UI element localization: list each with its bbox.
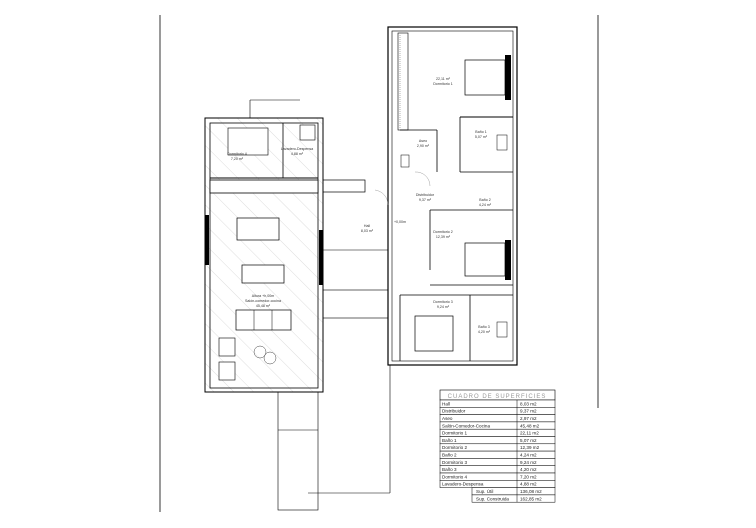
bedroom-block [374,26,518,366]
total-label: Sup. Construida [476,496,509,501]
room-area: 9,24 m² [437,305,450,309]
row-label: Baño 2 [442,453,457,458]
row-value: 5,07 m2 [520,438,537,443]
table-title: CUADRO DE SUPERFICIES [448,394,547,400]
table-row [439,465,556,474]
total-value: 136,08 m2 [520,489,542,494]
room-area: 22,11 m² [436,77,451,81]
room-name: Altura +h,00m [252,294,274,298]
room-name: Dormitorio 2 [433,230,453,234]
row-label: Dormitorio 3 [442,460,467,465]
room-name: Distribuidor [416,193,435,197]
row-value: 4,24 m2 [520,453,537,458]
room-area: 8,03 m² [361,229,374,233]
room-area: 4,24 m² [479,203,492,207]
total-row [471,494,556,503]
room-area: 5,07 m² [475,135,488,139]
room-name: Lavadero-Despensa [281,147,313,151]
row-label: Salón-Comedor-Cocina [442,423,490,428]
table-row [439,436,556,445]
room-area: 7,20 m² [231,157,244,161]
room-name: Baño 2 [479,198,490,202]
living-block [204,99,324,393]
table-row [439,450,556,459]
table-row [439,414,556,423]
room-name: Salón-comedor-cocina [245,299,281,303]
row-value: 9,37 m2 [520,409,537,414]
row-label: Baño 1 [442,438,457,443]
row-value: 8,03 m2 [520,401,537,406]
row-label: Dormitorio 4 [442,474,467,479]
row-value: 7,20 m2 [520,474,537,479]
room-name: Baño 1 [475,130,486,134]
room-area: 12,39 m² [436,235,451,239]
room-name: Hall [364,224,370,228]
room-name: Dormitorio 1 [433,82,453,86]
room-name: Aseo [419,139,427,143]
row-value: 4,20 m2 [520,467,537,472]
room-name: Baño 3 [478,325,489,329]
row-value: 45,48 m2 [520,423,540,428]
room-area: 45,48 m² [256,304,271,308]
row-label: Dormitorio 1 [442,431,467,436]
row-value: 4,88 m2 [520,482,537,487]
row-label: Lavadero-Despensa [442,482,484,487]
room-area: 4,88 m² [291,152,304,156]
row-label: Aseo [442,416,453,421]
total-label: Sup. Útil [476,488,493,494]
room-area: 9,37 m² [419,198,432,202]
row-label: Baño 3 [442,467,457,472]
room-area: 2,90 m² [417,144,430,148]
row-label: Dormitorio 2 [442,445,467,450]
terrace [277,179,391,511]
row-value: 2,97 m2 [520,416,537,421]
row-value: 12,39 m2 [520,445,540,450]
row-value: 22,11 m2 [520,431,539,436]
room-name: Dormitorio 3 [433,300,453,304]
table-row [439,399,556,408]
total-value: 162,85 m2 [520,496,542,501]
room-area: 4,20 m² [478,330,491,334]
row-value: 9,24 m2 [520,460,537,465]
row-label: Hall [442,401,450,406]
level-mark: +0,00m [394,220,406,224]
room-name: Dormitorio 4 [227,152,247,156]
surfaces-table: CUADRO DE SUPERFICIES Hall 8,03 m2 Distrib… [439,389,556,503]
row-label: Distribuidor [442,409,466,414]
